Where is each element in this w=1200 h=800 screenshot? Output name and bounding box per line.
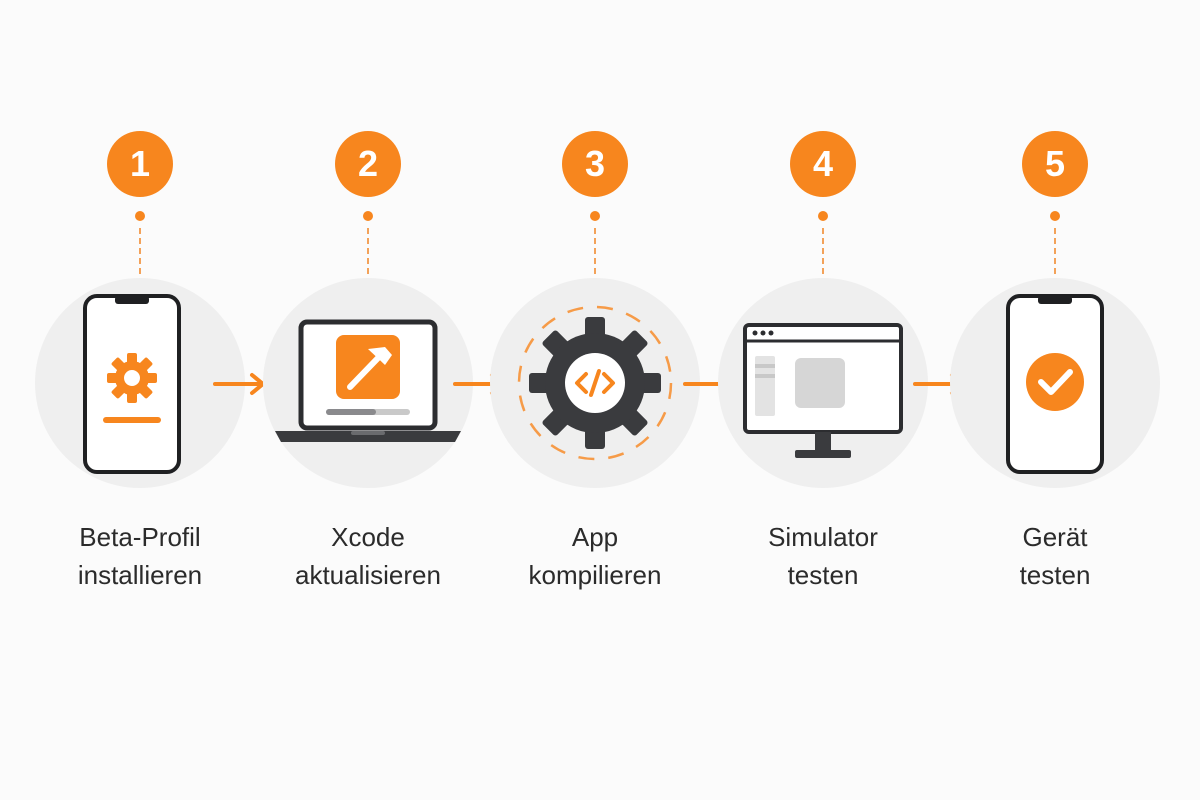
step-4: 4 Simulator testen [703,0,943,800]
step-label: Beta-Profil installieren [77,522,203,590]
connector-dot [590,211,600,221]
step-3: 3 [475,0,715,800]
phone-checkmark-icon [1006,294,1104,474]
connector-dot [818,211,828,221]
laptop-hammer-icon [275,319,461,442]
step-2: 2 Xcode aktualisieren [248,0,488,800]
monitor-window-icon [743,323,903,458]
connector-line [1054,228,1056,274]
step-label: Gerät testen [1019,522,1091,590]
connector-dot [363,211,373,221]
connector-line [367,228,369,274]
connector-dot [1050,211,1060,221]
step-number-badge: 2 [335,131,401,197]
phone-gear-icon [83,294,181,474]
step-number-badge: 5 [1022,131,1088,197]
connector-dot [135,211,145,221]
connector-line [822,228,824,274]
gear-code-icon [517,305,673,461]
step-label: Simulator testen [768,522,878,590]
connector-line [594,228,596,274]
step-label: Xcode aktualisieren [295,522,441,590]
step-number-badge: 1 [107,131,173,197]
step-number-badge: 4 [790,131,856,197]
step-1: 1 B [20,0,260,800]
step-5: 5 Gerät testen [935,0,1175,800]
connector-line [139,228,141,274]
step-number-badge: 3 [562,131,628,197]
step-label: App kompilieren [528,522,662,590]
